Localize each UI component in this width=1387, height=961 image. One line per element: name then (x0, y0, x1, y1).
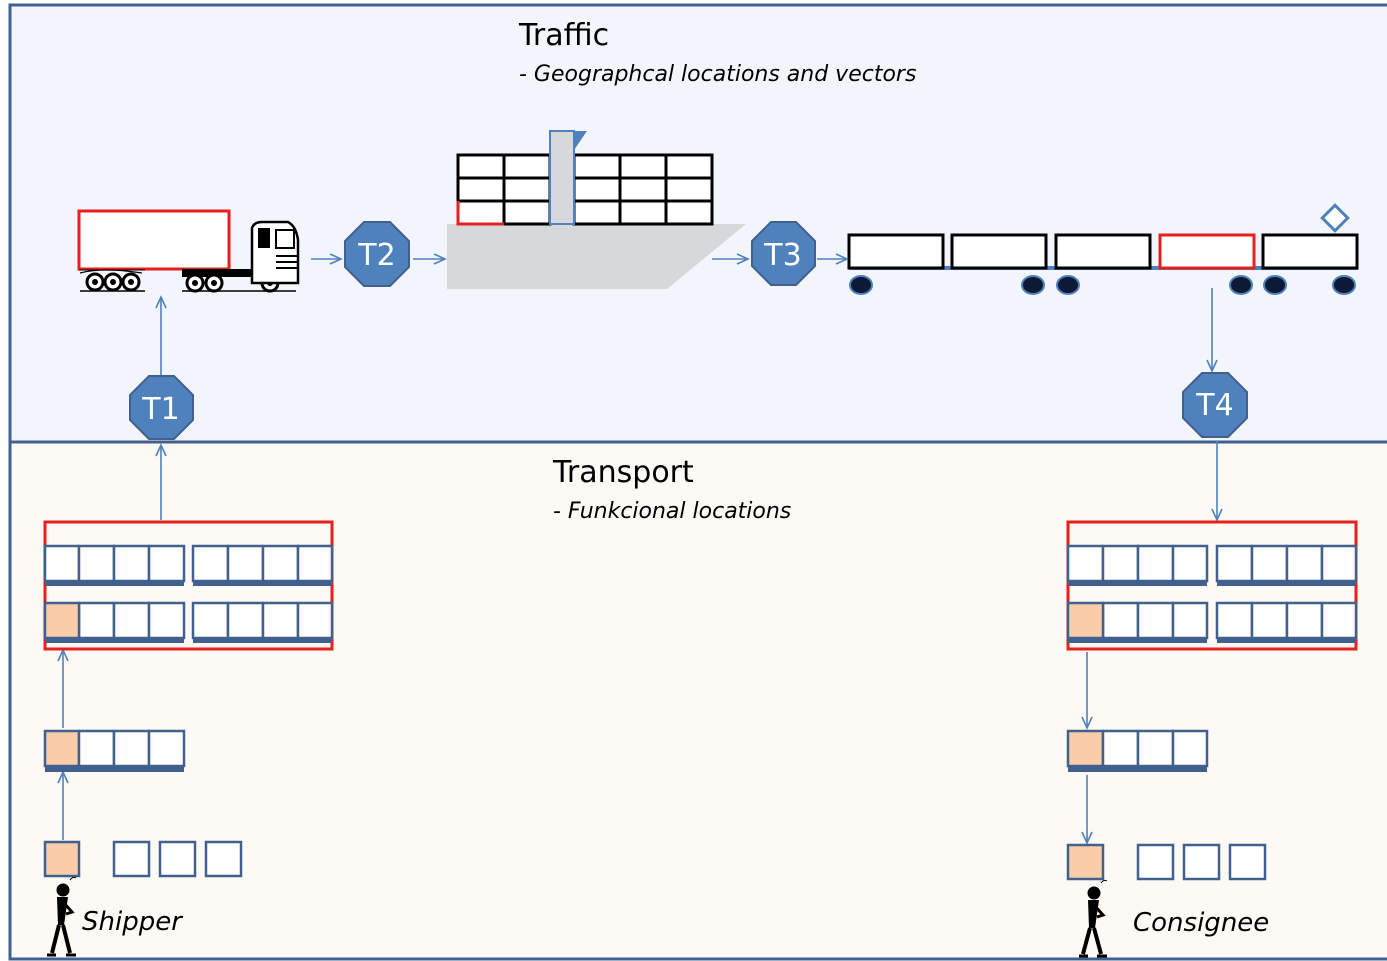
transfer-point-t4: T4 (1182, 372, 1248, 438)
diagram-border (8, 3, 1387, 961)
t4-label: T4 (1195, 388, 1233, 423)
transport-subtitle: - Funkcional locations (553, 499, 791, 524)
consignee-label: Consignee (1133, 908, 1269, 938)
shipper-person-icon (47, 876, 77, 957)
pallet-consignee (1066, 729, 1209, 772)
t3-label: T3 (763, 238, 801, 273)
flow-arrows (57, 253, 1223, 845)
units-shipper (43, 840, 243, 878)
transport-title: Transport (552, 455, 694, 490)
warehouse-consignee (1066, 520, 1358, 651)
consignee-person-icon (1079, 879, 1108, 958)
t1-label: T1 (141, 392, 179, 427)
t2-label: T2 (357, 238, 395, 273)
transfer-point-t1: T1 (129, 375, 194, 440)
transfer-point-t3: T3 (751, 221, 816, 286)
traffic-title: Traffic (518, 18, 609, 53)
traffic-subtitle: - Geographcal locations and vectors (519, 62, 916, 87)
ship-icon (447, 130, 746, 289)
shipper-label: Shipper (82, 907, 184, 937)
train-icon (847, 203, 1359, 295)
warehouse-shipper (43, 520, 334, 651)
pallet-shipper (43, 729, 186, 772)
transfer-point-t2: T2 (344, 221, 410, 287)
truck-icon (77, 209, 300, 293)
units-consignee (1066, 843, 1267, 881)
